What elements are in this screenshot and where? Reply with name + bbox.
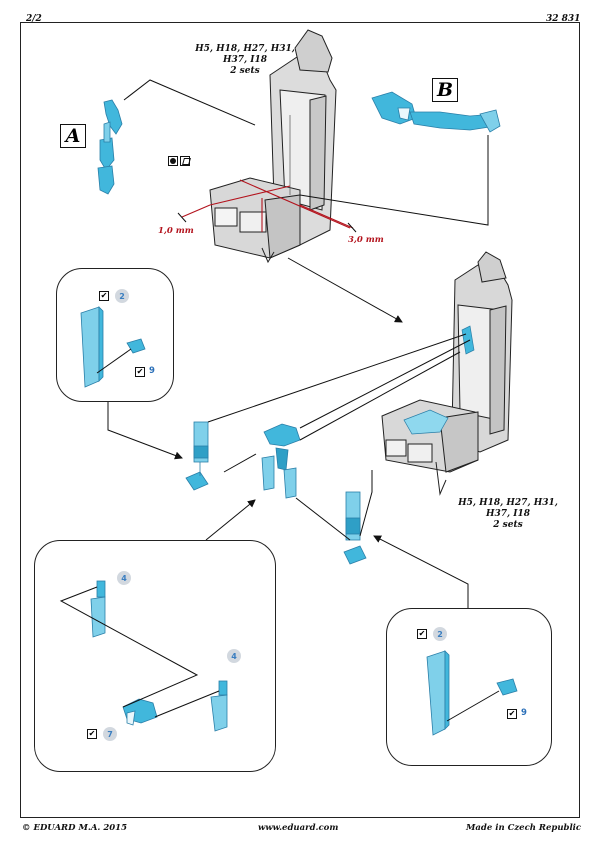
- check-icon: ✔: [507, 709, 517, 719]
- part-number: 4: [117, 571, 131, 585]
- glue-paint-icons: [168, 156, 191, 166]
- caption-middle: H5, H18, H27, H31, H37, I18 2 sets: [458, 498, 558, 530]
- origin: Made in Czech Republic: [466, 823, 582, 833]
- caption-top: H5, H18, H27, H31, H37, I18 2 sets: [195, 44, 295, 76]
- dimension-lines: [181, 179, 354, 232]
- website-link[interactable]: www.eduard.com: [258, 823, 339, 833]
- dimension-left: 1,0 mm: [158, 226, 194, 236]
- page-frame: [20, 22, 580, 818]
- part-number: 2: [115, 289, 129, 303]
- part-number: 9: [521, 708, 527, 718]
- seat-middle-parts: [403, 325, 475, 435]
- detail-box-bottom-left: 4 4 ✔ 7: [34, 540, 276, 772]
- label-a: A: [60, 124, 86, 148]
- part-a: [97, 99, 123, 195]
- part-number: 4: [227, 649, 241, 663]
- detail-box-top-left: ✔ 2 ✔ 9: [56, 268, 174, 402]
- seat-middle: [381, 251, 513, 496]
- center-strap-right: [343, 491, 367, 565]
- seat-top: [209, 29, 337, 264]
- detail-top-left-parts: [80, 306, 146, 388]
- center-strap-left: [185, 421, 209, 491]
- check-icon: ✔: [99, 291, 109, 301]
- paint-icon: [180, 156, 191, 166]
- copyright: © EDUARD M.A. 2015: [22, 823, 127, 833]
- detail-bottom-right-parts: [426, 650, 518, 736]
- detail-box-bottom-right: ✔ 2 ✔ 9: [386, 608, 552, 766]
- check-icon: ✔: [135, 367, 145, 377]
- glue-icon: [168, 156, 178, 166]
- check-icon: ✔: [417, 629, 427, 639]
- part-number: 7: [103, 727, 117, 741]
- part-number: 9: [149, 366, 155, 376]
- part-number: 2: [433, 627, 447, 641]
- detail-bottom-left-parts: [59, 580, 228, 732]
- check-icon: ✔: [87, 729, 97, 739]
- page-number: 2/2: [26, 14, 42, 24]
- kit-number: 32 831: [546, 14, 581, 24]
- label-b: B: [432, 78, 458, 102]
- dimension-right: 3,0 mm: [348, 235, 384, 245]
- part-b: [371, 91, 501, 133]
- center-harness: [261, 423, 301, 499]
